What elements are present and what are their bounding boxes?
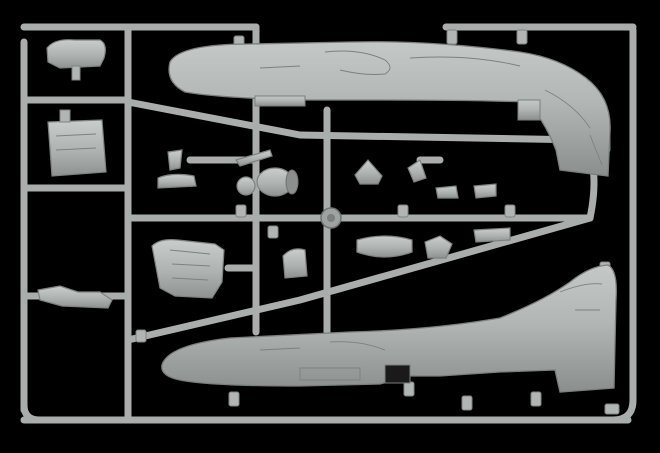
instrument-panel-part bbox=[356, 235, 413, 258]
control-stick-assembly bbox=[157, 149, 197, 189]
canopy-part bbox=[46, 39, 106, 81]
frame-corner-bl bbox=[20, 401, 44, 424]
frame-corner-br bbox=[609, 396, 637, 424]
wheel-parts bbox=[236, 167, 299, 197]
gear-leg-part bbox=[235, 149, 273, 167]
sprue-hub-center bbox=[327, 214, 335, 222]
nose-intake-part bbox=[282, 248, 308, 279]
cockpit-tub bbox=[151, 239, 225, 299]
bulkhead-panel bbox=[47, 109, 107, 177]
landing-gear-strut-left bbox=[37, 285, 113, 309]
fuselage-half-lower bbox=[161, 264, 617, 393]
fuselage-half-upper bbox=[168, 41, 611, 177]
runner-diamond-upper bbox=[124, 98, 589, 144]
runner-diamond-lower bbox=[124, 214, 594, 344]
seat-parts bbox=[354, 159, 453, 259]
small-detail-parts bbox=[407, 159, 511, 243]
